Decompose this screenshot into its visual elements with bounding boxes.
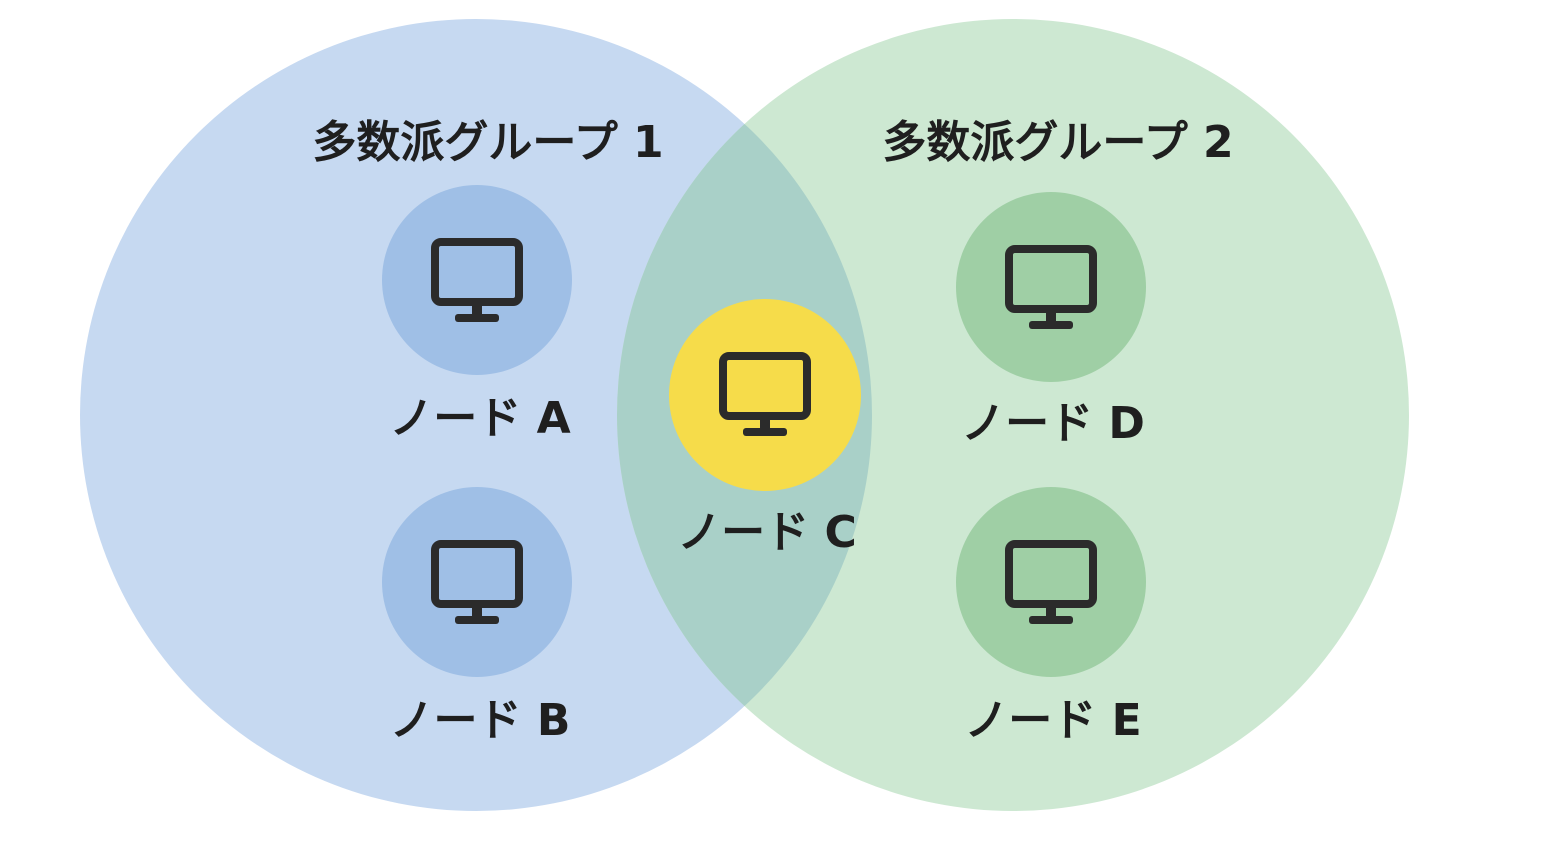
node-a-badge — [382, 185, 572, 375]
node-d-label: ノード D — [961, 398, 1145, 449]
node-a: ノード A — [382, 185, 572, 444]
node-e-badge — [956, 487, 1146, 677]
node-e-label: ノード E — [964, 695, 1141, 746]
overlap-region — [617, 19, 872, 811]
node-e: ノード E — [956, 487, 1146, 746]
node-d: ノード D — [956, 192, 1146, 449]
node-b-badge — [382, 487, 572, 677]
node-c: ノード C — [669, 299, 861, 558]
node-c-badge — [669, 299, 861, 491]
node-a-label: ノード A — [389, 393, 570, 444]
node-d-badge — [956, 192, 1146, 382]
node-b: ノード B — [382, 487, 572, 746]
group2-title: 多数派グループ 2 — [882, 117, 1233, 168]
group1-title: 多数派グループ 1 — [312, 117, 663, 168]
node-b-label: ノード B — [390, 695, 571, 746]
node-c-label: ノード C — [677, 507, 857, 558]
